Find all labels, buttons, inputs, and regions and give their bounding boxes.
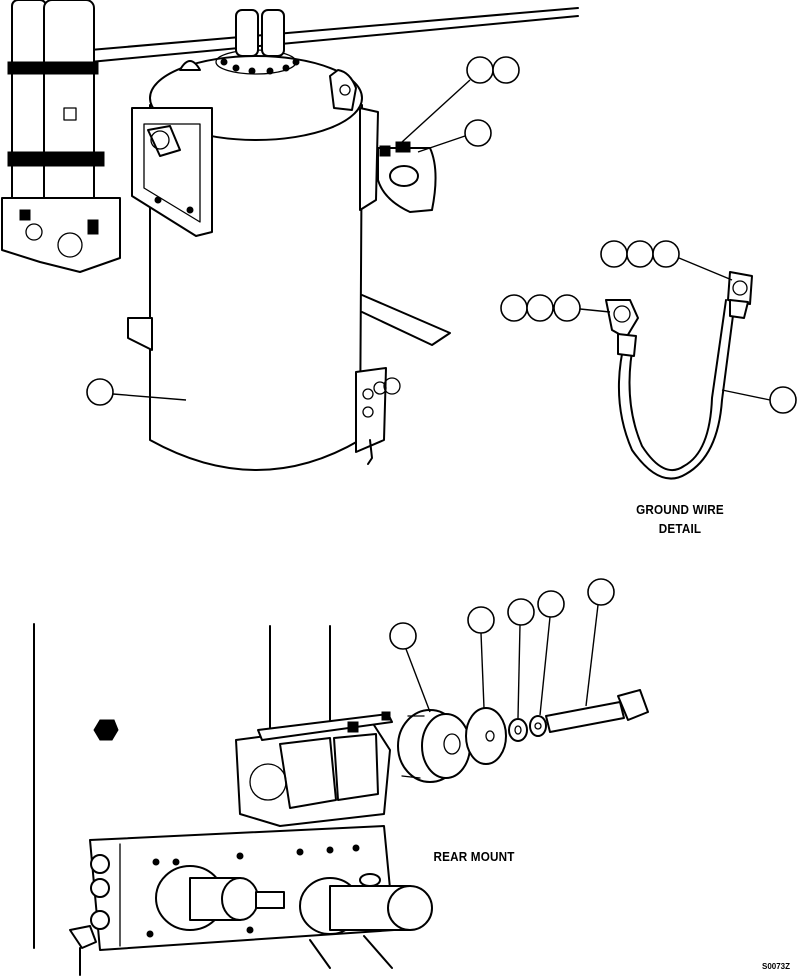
washer-stack: [465, 707, 547, 765]
cap-screw: [545, 689, 649, 733]
isolator-pad: [397, 709, 471, 783]
frame-rail-top: [89, 7, 579, 346]
ground-wire-detail-label: GROUND WIRE DETAIL: [622, 500, 739, 538]
drawing-number: S0073Z: [762, 962, 791, 971]
rear-mount-label: REAR MOUNT: [433, 849, 515, 864]
ground-wire-detail-label-line1: GROUND WIRE: [636, 502, 724, 517]
bolt-ring: [220, 58, 300, 75]
clamp-top: [377, 141, 437, 213]
left-canister-assembly: [1, 0, 121, 273]
ground-wire-detail-label-line2: DETAIL: [658, 521, 702, 536]
rear-mount-frame: [33, 623, 331, 949]
rear-mount-bracket: [235, 711, 393, 827]
callouts-top: [86, 56, 520, 406]
callouts-rear: [389, 578, 615, 719]
valve-block: [69, 825, 433, 976]
callouts-ground: [500, 240, 797, 414]
fuel-tank: [127, 9, 401, 471]
ground-wire-assembly: [605, 271, 753, 480]
